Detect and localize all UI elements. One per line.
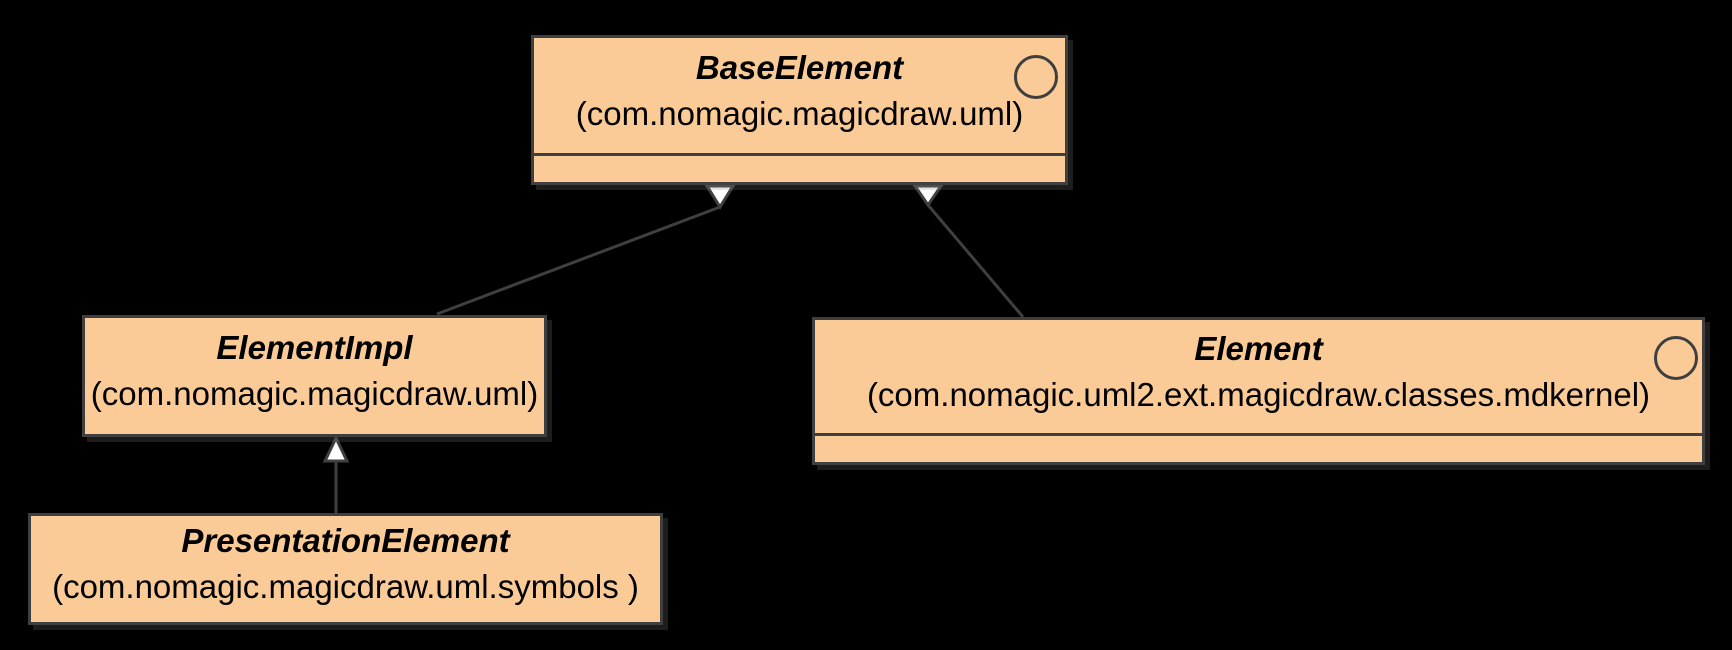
generalization-elementimpl-to-baseelement[interactable] [436,184,736,316]
generalization-presentationelement-to-elementimpl[interactable] [322,434,350,514]
members-compartment [815,433,1702,462]
name-compartment: Element (com.nomagic.uml2.ext.magicdraw.… [815,320,1702,433]
name-compartment: PresentationElement (com.nomagic.magicdr… [31,516,660,622]
class-package: (com.nomagic.magicdraw.uml) [575,94,1024,132]
name-compartment: ElementImpl (com.nomagic.magicdraw.uml) [85,318,544,434]
interface-circle-icon [1654,336,1698,380]
class-box-baseelement[interactable]: BaseElement (com.nomagic.magicdraw.uml) [531,35,1068,185]
class-name: BaseElement [695,48,904,86]
class-box-element[interactable]: Element (com.nomagic.uml2.ext.magicdraw.… [812,317,1705,465]
class-name: PresentationElement [181,522,510,559]
generalization-arrowhead-icon [704,184,736,210]
class-package: (com.nomagic.uml2.ext.magicdraw.classes.… [866,375,1651,413]
class-name: Element [1194,329,1323,367]
generalization-element-to-baseelement[interactable] [912,184,1025,318]
interface-circle-icon [1014,55,1058,99]
class-package: (com.nomagic.magicdraw.uml) [90,375,539,412]
members-compartment [534,153,1065,182]
class-box-presentationelement[interactable]: PresentationElement (com.nomagic.magicdr… [28,513,663,625]
class-name: ElementImpl [216,329,413,366]
generalization-arrowhead-icon [912,184,944,208]
class-package: (com.nomagic.magicdraw.uml.symbols ) [52,568,639,605]
name-compartment: BaseElement (com.nomagic.magicdraw.uml) [534,38,1065,153]
class-box-elementimpl[interactable]: ElementImpl (com.nomagic.magicdraw.uml) [82,315,547,437]
generalization-arrowhead-icon [322,434,350,463]
